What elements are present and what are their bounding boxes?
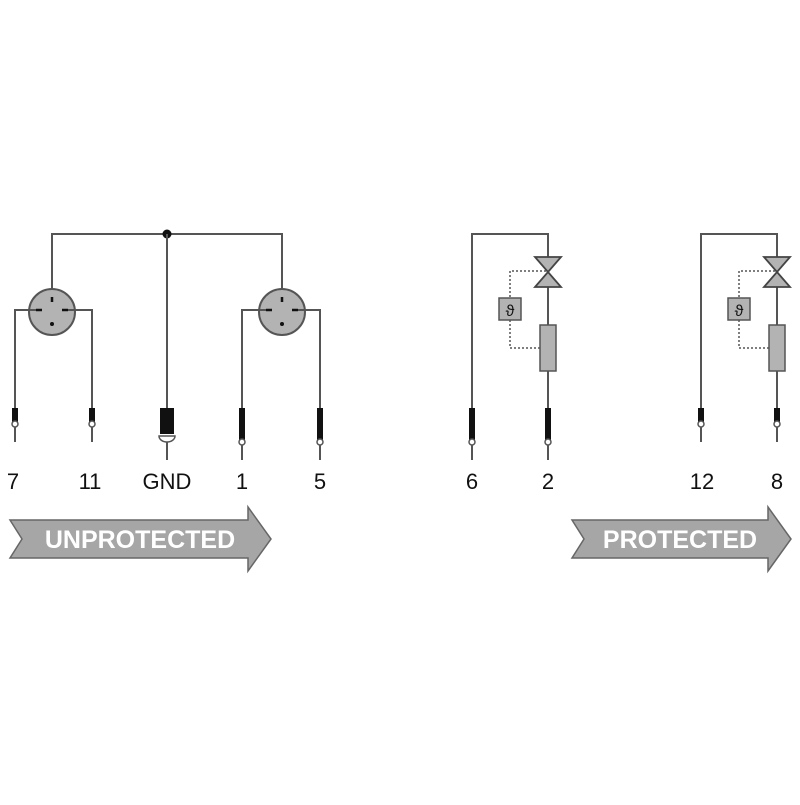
control-dotted-line (509, 270, 546, 349)
pin-2 (544, 408, 552, 460)
pin-label-5: 5 (314, 469, 326, 494)
pin-label-1: 1 (236, 469, 248, 494)
thermostat-box (727, 297, 751, 321)
pin-label-8: 8 (771, 469, 783, 494)
pin-6 (468, 408, 476, 460)
pin-label-6: 6 (466, 469, 478, 494)
protected-circuit-2: ϑ 12 8 (690, 233, 792, 494)
pin-label-11: 11 (79, 469, 102, 494)
thermostat-box (498, 297, 522, 321)
valve-icon (762, 256, 792, 288)
pin-7 (11, 408, 19, 442)
pin-gnd (158, 408, 176, 460)
unprotected-circuit: 7 11 GND 1 5 (7, 229, 326, 494)
loop-wire (700, 233, 778, 410)
pin-5 (316, 408, 324, 460)
protected-circuit-1: ϑ 6 2 (466, 233, 563, 494)
loop-wire (471, 233, 549, 410)
pin-label-gnd: GND (143, 469, 192, 494)
heater-element (768, 324, 786, 372)
protected-label: PROTECTED (603, 526, 757, 554)
pin-1 (238, 408, 246, 460)
thermostat-symbol: ϑ (506, 303, 515, 320)
valve-icon (533, 256, 563, 288)
pin-label-2: 2 (542, 469, 554, 494)
pin-8 (773, 408, 781, 442)
connector-wires (14, 309, 321, 410)
control-dotted-line (738, 270, 775, 349)
protected-arrow: PROTECTED (570, 504, 792, 574)
thermostat-symbol: ϑ (735, 303, 744, 320)
pin-label-12: 12 (690, 469, 714, 494)
pin-label-7: 7 (7, 469, 19, 494)
unprotected-label: UNPROTECTED (45, 526, 235, 554)
connector-right (258, 288, 306, 336)
connector-left (28, 288, 76, 336)
pin-12 (697, 408, 705, 442)
unprotected-arrow: UNPROTECTED (8, 504, 272, 574)
pin-11 (88, 408, 96, 442)
heater-element (539, 324, 557, 372)
